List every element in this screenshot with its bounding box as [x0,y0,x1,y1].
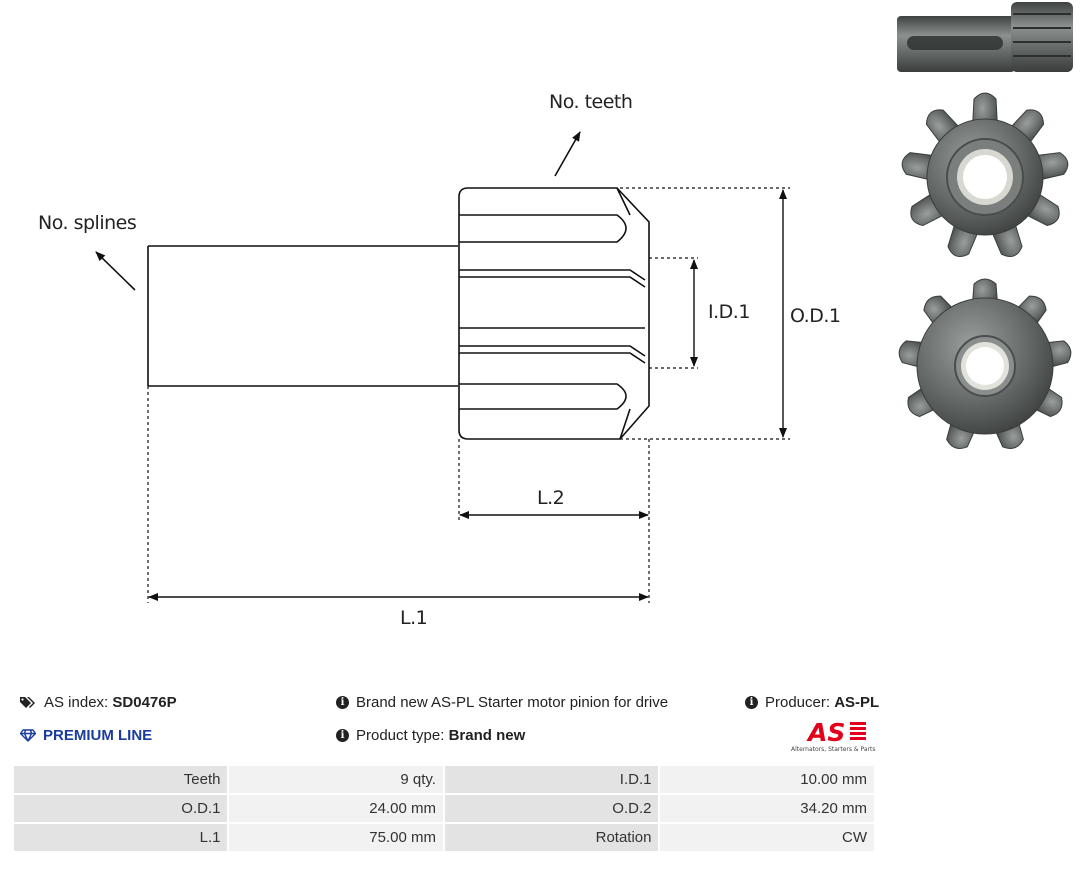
table-row: L.1 75.00 mm Rotation CW [14,824,874,851]
technical-drawing: No. teeth No. splines I.D.1 O.D.1 L.2 L.… [38,91,841,629]
spec-value: 9 qty. [229,766,443,793]
gear-outline [458,187,650,440]
spec-label: O.D.2 [444,795,659,822]
logo-tagline: Alternators, Starters & Parts [791,746,876,753]
l-extension-lines [147,386,650,603]
spec-label: I.D.1 [444,766,659,793]
label-l1: L.1 [400,607,427,629]
logo-mark: AS [806,718,845,747]
photo-pinion-back [896,278,1074,453]
description-text: Brand new AS-PL Starter motor pinion for… [356,694,669,711]
product-type-label: Product type: [356,727,445,744]
label-id1: I.D.1 [708,301,750,323]
premium-line-label: PREMIUM LINE [43,727,153,744]
id1-extension-lines [649,257,698,369]
photo-pinion-front [899,92,1071,261]
specs-table: Teeth 9 qty. I.D.1 10.00 mm O.D.1 24.00 … [12,764,876,853]
product-type: i Product type: Brand new [336,727,525,744]
product-info: AS index: SD0476P PREMIUM LINE i Brand n… [0,688,1080,768]
spec-label: Teeth [14,766,228,793]
tooth-grooves [459,187,646,440]
producer-value: AS-PL [834,694,880,711]
teeth-pointer [554,131,581,177]
photo-pinion-side [897,2,1073,72]
shaft-outline [147,245,458,387]
label-no-splines: No. splines [38,212,136,234]
table-row: O.D.1 24.00 mm O.D.2 34.20 mm [14,795,874,822]
product-description: i Brand new AS-PL Starter motor pinion f… [336,694,668,711]
as-index-label: AS index: [44,694,109,711]
spec-label: O.D.1 [14,795,228,822]
splines-pointer [95,251,136,291]
producer: i Producer: AS-PL [745,694,879,711]
info-circle-icon: i [336,696,349,709]
tags-icon [20,696,37,709]
product-type-value: Brand new [448,727,526,744]
info-circle-icon: i [336,729,349,742]
spec-value: 24.00 mm [229,795,443,822]
producer-logo: AS Alternators, Starters & Parts [791,718,876,753]
label-l2: L.2 [537,487,564,509]
premium-line-badge: PREMIUM LINE [20,727,152,744]
info-circle-icon: i [745,696,758,709]
table-row: Teeth 9 qty. I.D.1 10.00 mm [14,766,874,793]
spec-value: 75.00 mm [229,824,443,851]
spec-label: Rotation [444,824,659,851]
producer-label: Producer: [765,694,831,711]
spec-value: 10.00 mm [660,766,874,793]
spec-value: CW [660,824,874,851]
spec-label: L.1 [14,824,228,851]
as-index-value: SD0476P [112,694,177,711]
as-index: AS index: SD0476P [20,694,177,711]
label-no-teeth: No. teeth [549,91,632,113]
spec-value: 34.20 mm [660,795,874,822]
label-od1: O.D.1 [790,305,840,327]
gem-icon [20,729,36,742]
od1-extension-lines [620,187,790,440]
